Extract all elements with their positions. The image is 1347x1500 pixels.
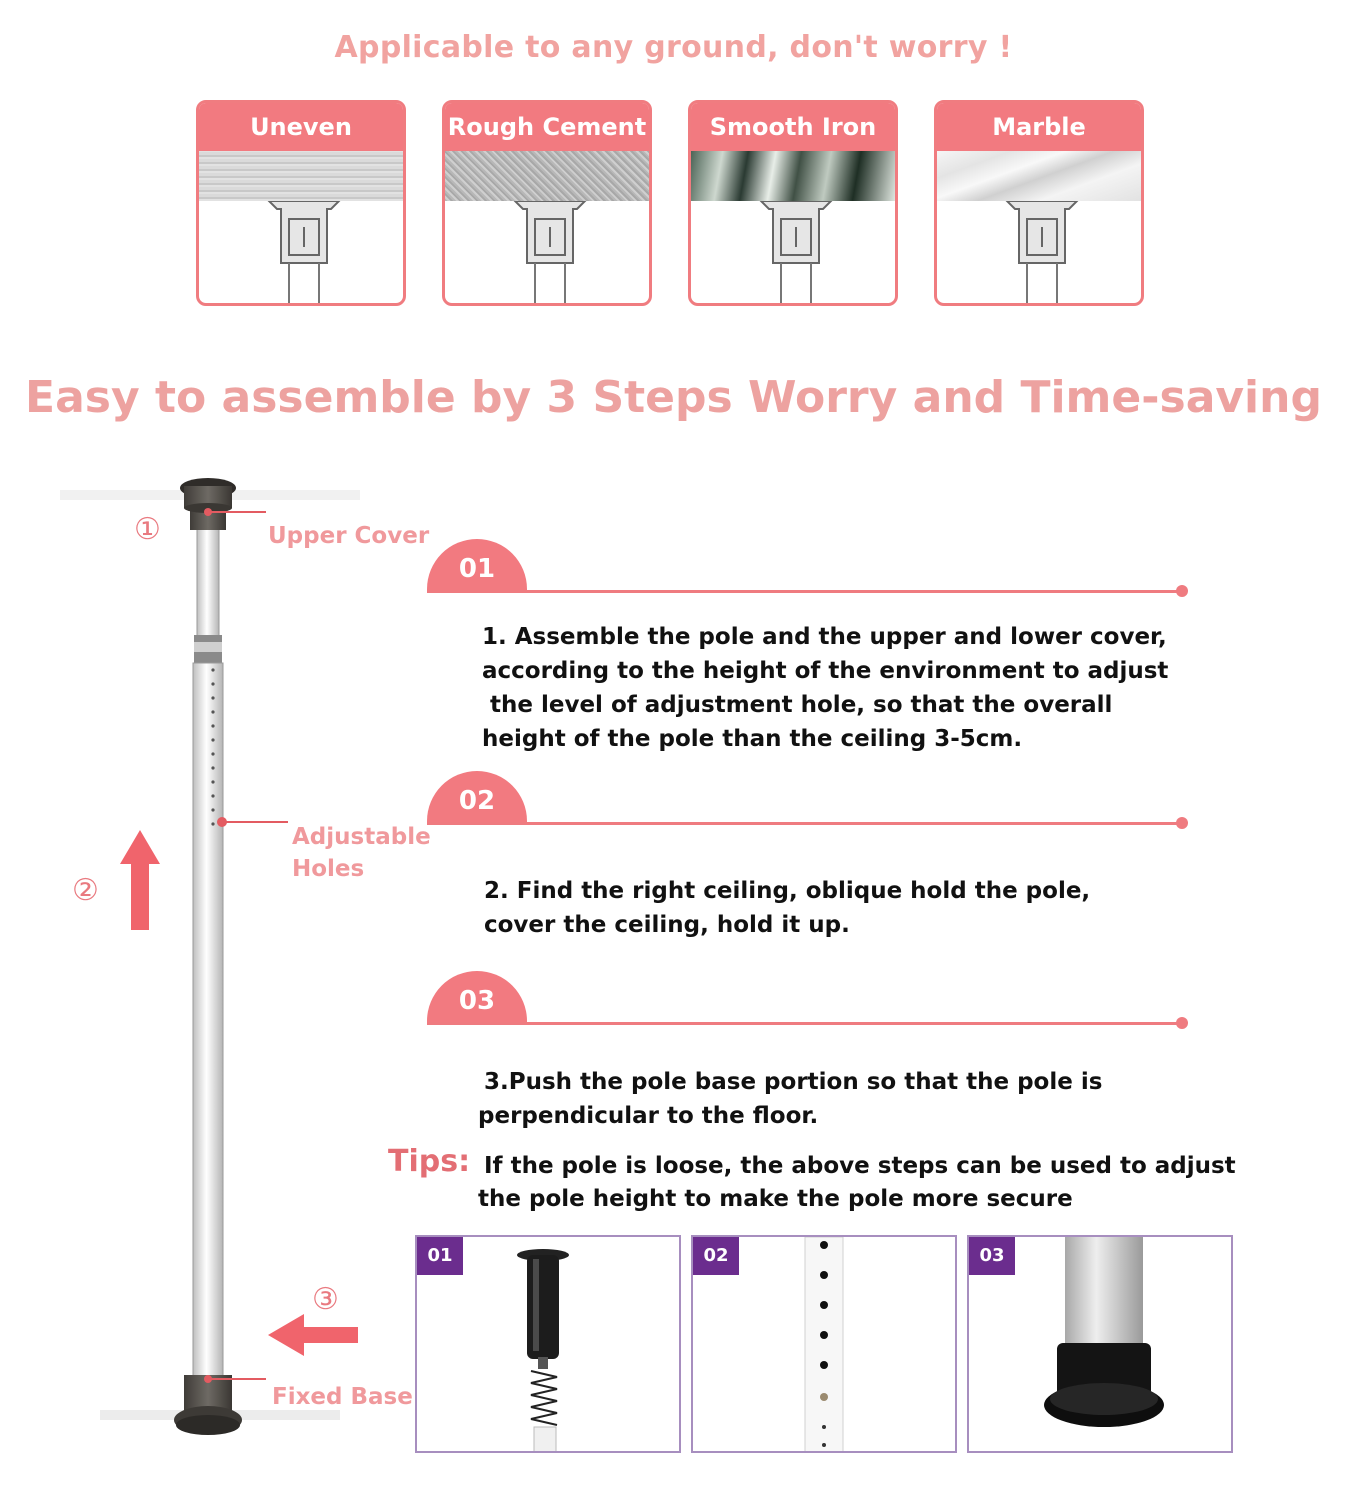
detail-badge: 02 xyxy=(693,1237,739,1275)
step-03-badge: 03 xyxy=(427,971,527,1025)
marker-3: ③ xyxy=(312,1282,339,1317)
step-01-badge: 01 xyxy=(427,539,527,593)
detail-badge: 01 xyxy=(417,1237,463,1275)
surface-label: Marble xyxy=(937,103,1141,151)
marble-texture xyxy=(937,151,1141,201)
step-01-line: height of the pole than the ceiling 3-5c… xyxy=(482,726,1023,752)
step-03-line: perpendicular to the floor. xyxy=(478,1103,819,1129)
step-03-dot xyxy=(1176,1017,1188,1029)
pole-cap-icon xyxy=(266,200,342,303)
pole-cap-icon xyxy=(758,200,834,303)
pole-cap-icon xyxy=(512,200,588,303)
detail-box-02: 02 xyxy=(691,1235,957,1453)
surface-label: Uneven xyxy=(199,103,403,151)
step-02-dot xyxy=(1176,817,1188,829)
step-01-line: according to the height of the environme… xyxy=(482,658,1169,684)
marker-1: ① xyxy=(134,512,161,547)
step-02-badge: 02 xyxy=(427,771,527,825)
step-01-line: 1. Assemble the pole and the upper and l… xyxy=(482,624,1167,650)
marker-2: ② xyxy=(72,873,99,908)
headline-main: Easy to assemble by 3 Steps Worry and Ti… xyxy=(25,372,1322,423)
spring-pin-icon xyxy=(517,1249,569,1451)
step-03-text: 3.Push the pole base portion so that the… xyxy=(478,1065,1102,1133)
smooth-iron-texture xyxy=(691,151,895,201)
pole-holes-icon xyxy=(804,1237,844,1451)
detail-badge: 03 xyxy=(969,1237,1015,1275)
headline-top: Applicable to any ground, don't worry ! xyxy=(334,30,1013,65)
adjustable-holes-label: Adjustable Holes xyxy=(292,824,431,882)
step-02-line: 2. Find the right ceiling, oblique hold … xyxy=(484,878,1091,904)
surface-label: Smooth Iron xyxy=(691,103,895,151)
step-02-line: cover the ceiling, hold it up. xyxy=(484,912,850,938)
step-02-divider xyxy=(427,822,1183,825)
step-01-dot xyxy=(1176,585,1188,597)
tips-label: Tips: xyxy=(388,1144,471,1179)
fixed-base-label: Fixed Base xyxy=(272,1384,413,1410)
upper-cover-label: Upper Cover xyxy=(268,523,430,549)
surface-card-marble: Marble xyxy=(934,100,1144,306)
arrow-left-icon xyxy=(268,1314,358,1356)
pole-cap-icon xyxy=(1004,200,1080,303)
step-03-divider xyxy=(427,1022,1183,1025)
surface-label: Rough Cement xyxy=(445,103,649,151)
detail-box-03: 03 xyxy=(967,1235,1233,1453)
rough-cement-texture xyxy=(445,151,649,201)
step-02-text: 2. Find the right ceiling, oblique hold … xyxy=(484,874,1090,942)
tension-pole-illustration xyxy=(60,478,360,1435)
step-01-divider xyxy=(427,590,1183,593)
tips-line: the pole height to make the pole more se… xyxy=(478,1186,1073,1212)
arrow-up-icon xyxy=(120,830,160,930)
tips-text: If the pole is loose, the above steps ca… xyxy=(478,1150,1236,1216)
step-01-text: 1. Assemble the pole and the upper and l… xyxy=(482,620,1168,756)
surface-card-smooth-iron: Smooth Iron xyxy=(688,100,898,306)
tips-line: If the pole is loose, the above steps ca… xyxy=(484,1153,1236,1179)
detail-box-01: 01 xyxy=(415,1235,681,1453)
uneven-texture xyxy=(199,151,403,201)
step-03-line: 3.Push the pole base portion so that the… xyxy=(484,1069,1103,1095)
step-01-line: the level of adjustment hole, so that th… xyxy=(482,692,1113,718)
surface-card-rough-cement: Rough Cement xyxy=(442,100,652,306)
surface-card-uneven: Uneven xyxy=(196,100,406,306)
pole-base-icon xyxy=(1044,1237,1164,1427)
